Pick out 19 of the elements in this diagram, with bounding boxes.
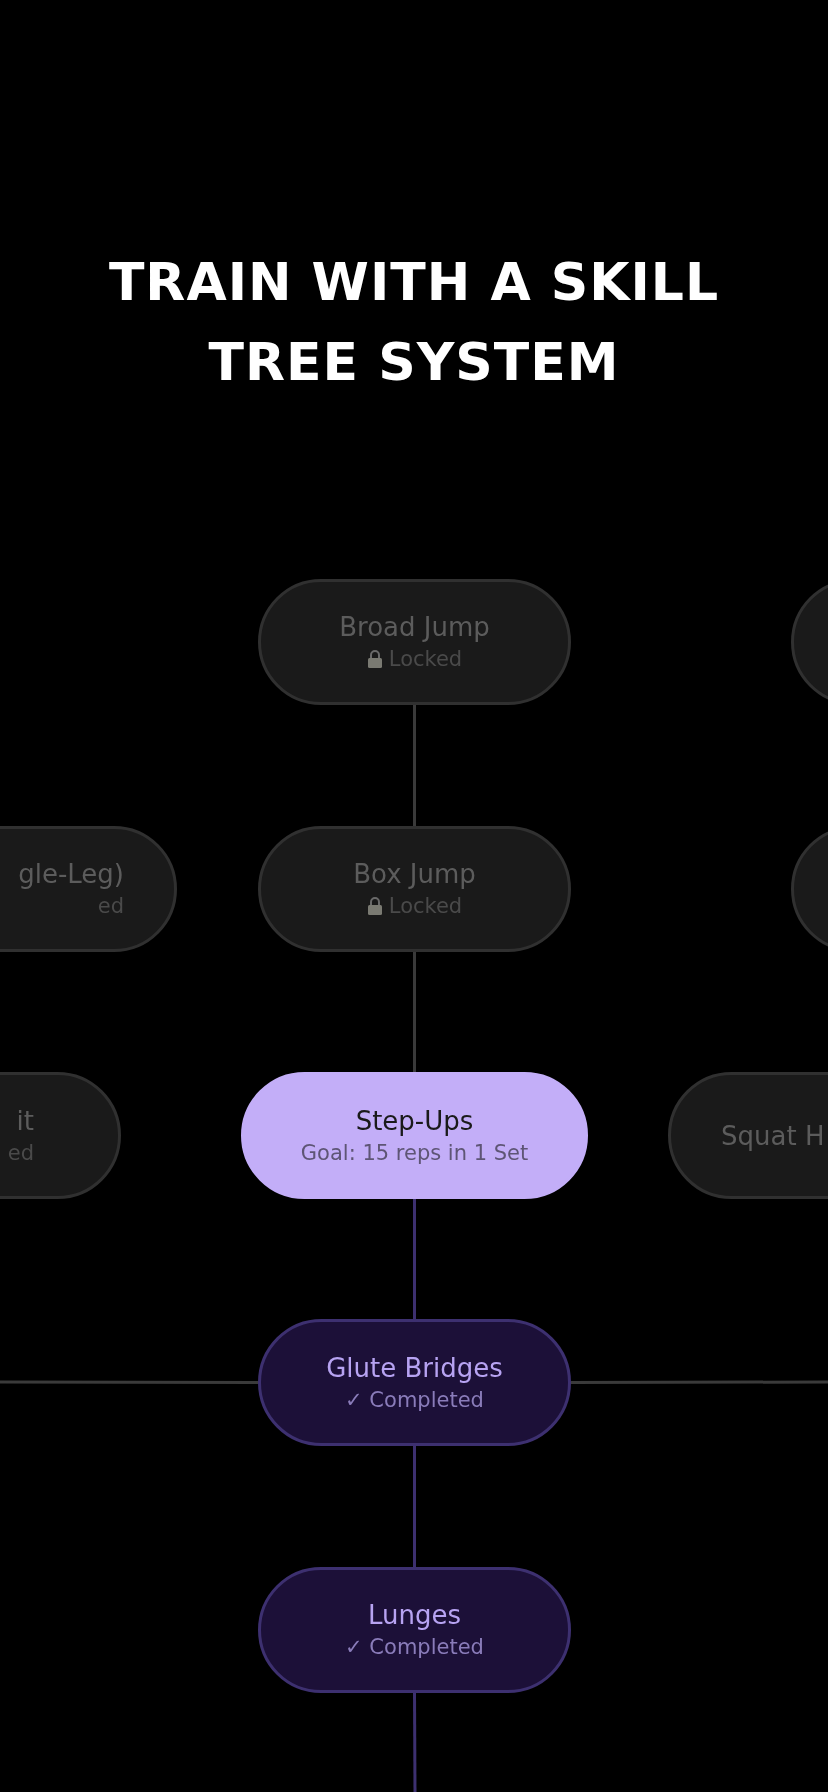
skill-name: Step-Ups [355,1104,474,1138]
skill-name: Glute Bridges [326,1351,503,1385]
status-text: ✓ Completed [345,1386,484,1414]
connector-line [413,952,416,1072]
skill-name: Box Jump [353,858,476,891]
connector-line [413,1446,416,1567]
skill-name: Broad Jump [339,611,490,644]
skill-name: it [16,1104,34,1138]
title: TRAIN WITH A SKILL TREE SYSTEM [107,251,721,394]
goal-text: Goal: 15 reps in 1 Set [300,1139,529,1167]
connector-line [0,1380,258,1384]
connector-line [413,705,416,826]
skill-name: Squat H [721,1119,825,1153]
connector-line [571,1380,828,1384]
status-text: ✓ Completed [345,1634,484,1661]
skill-name: Lunges [368,1599,461,1632]
skill-name: gle-Leg) [18,858,124,891]
connector-line [413,1199,416,1319]
connector-line [413,1693,417,1792]
